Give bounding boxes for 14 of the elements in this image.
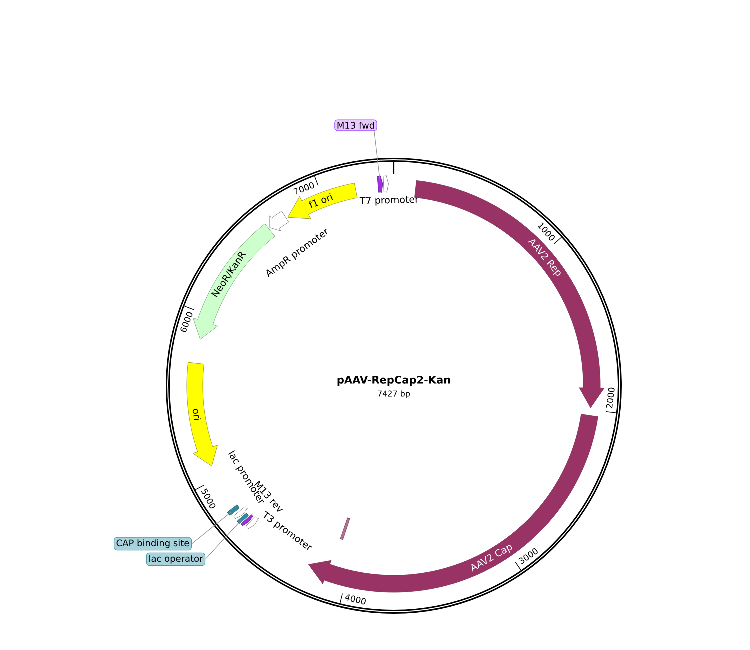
feature-segment	[227, 504, 240, 516]
callout-box: lac operator	[146, 552, 206, 566]
feature-segment	[377, 176, 384, 194]
feature-segment	[237, 513, 249, 524]
leader-line	[192, 512, 232, 544]
callout-box: CAP binding site	[114, 537, 192, 551]
leader-line	[374, 130, 381, 182]
leader-line	[205, 520, 242, 560]
tick-label: 7000	[294, 182, 314, 195]
sequence-length: 7427 bp	[378, 390, 410, 398]
feature-segment	[340, 518, 350, 540]
tick-label: 2000	[606, 388, 615, 409]
callout-box: M13 fwd	[334, 120, 378, 132]
feature-segment: ori	[186, 362, 218, 467]
